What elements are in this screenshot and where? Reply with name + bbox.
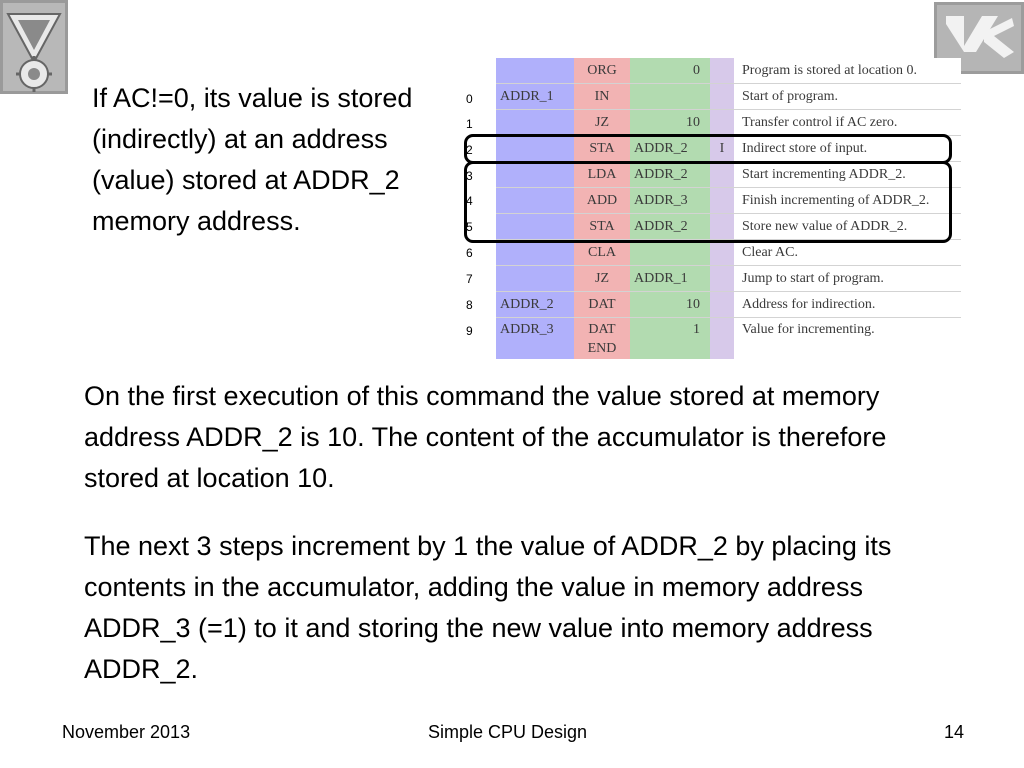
label-cell: ADDR_3 <box>496 317 574 359</box>
comment-cell: Start of program. <box>734 83 961 110</box>
program-table: ORG 0 Program is stored at location 0. A… <box>496 58 961 359</box>
opcode-cell: DAT END <box>574 317 630 359</box>
address-label: 5 <box>466 220 473 234</box>
address-label: 0 <box>466 92 473 106</box>
label-cell <box>496 213 574 240</box>
label-cell <box>496 161 574 188</box>
hebrew-letters-logo-icon <box>934 2 1024 74</box>
opcode-cell: JZ <box>574 109 630 136</box>
opcode-cell: LDA <box>574 161 630 188</box>
indirect-cell <box>710 213 734 240</box>
address-label: 1 <box>466 117 473 131</box>
opcode-cell: JZ <box>574 265 630 292</box>
comment-cell: Start incrementing ADDR_2. <box>734 161 961 188</box>
address-label: 6 <box>466 246 473 260</box>
comment-cell: Program is stored at location 0. <box>734 58 961 84</box>
argument-cell: 1 <box>630 317 710 359</box>
comment-cell: Finish incrementing of ADDR_2. <box>734 187 961 214</box>
table-row: ADDR_3 DAT END 1 Value for incrementing. <box>496 317 961 359</box>
label-cell <box>496 109 574 136</box>
address-label: 4 <box>466 194 473 208</box>
comment-cell: Jump to start of program. <box>734 265 961 292</box>
highlight-box-indirect-store <box>464 134 952 164</box>
argument-cell: 10 <box>630 291 710 318</box>
label-cell <box>496 239 574 266</box>
address-label: 3 <box>466 169 473 183</box>
opcode-cell: ADD <box>574 187 630 214</box>
highlight-box-increment-steps <box>464 161 952 243</box>
comment-cell: Indirect store of input. <box>734 135 961 162</box>
argument-cell: 0 <box>630 58 710 84</box>
indirect-cell <box>710 161 734 188</box>
opcode-cell: DAT <box>574 291 630 318</box>
address-label: 9 <box>466 324 473 338</box>
opcode-cell: ORG <box>574 58 630 84</box>
table-row: STA ADDR_2 I Indirect store of input. <box>496 135 961 162</box>
label-cell <box>496 135 574 162</box>
argument-cell <box>630 239 710 266</box>
indirect-cell: I <box>710 135 734 162</box>
label-cell: ADDR_2 <box>496 291 574 318</box>
footer-title: Simple CPU Design <box>428 722 588 742</box>
indirect-cell <box>710 317 734 359</box>
argument-cell: ADDR_2 <box>630 161 710 188</box>
comment-cell: Value for incrementing. <box>734 317 961 359</box>
table-row: ORG 0 Program is stored at location 0. <box>496 58 961 84</box>
indirect-cell <box>710 58 734 84</box>
comment-cell: Clear AC. <box>734 239 961 266</box>
page-number: 14 <box>944 722 965 742</box>
indirect-cell <box>710 109 734 136</box>
comment-cell: Store new value of ADDR_2. <box>734 213 961 240</box>
table-row: JZ ADDR_1 Jump to start of program. <box>496 265 961 292</box>
argument-cell: 10 <box>630 109 710 136</box>
argument-cell: ADDR_3 <box>630 187 710 214</box>
footer-date: November 2013 <box>62 722 191 742</box>
address-label: 8 <box>466 298 473 312</box>
comment-cell: Address for indirection. <box>734 291 961 318</box>
label-cell <box>496 265 574 292</box>
opcode-cell: STA <box>574 135 630 162</box>
table-row: JZ 10 Transfer control if AC zero. <box>496 109 961 136</box>
paragraph-first-execution: On the first execution of this command t… <box>84 381 887 493</box>
table-row: STA ADDR_2 Store new value of ADDR_2. <box>496 213 961 240</box>
indirect-cell <box>710 239 734 266</box>
table-row: ADDR_1 IN Start of program. <box>496 83 961 110</box>
opcode-cell: CLA <box>574 239 630 266</box>
side-explanation: If AC!=0, its value is stored (indirectl… <box>92 83 413 236</box>
label-cell <box>496 187 574 214</box>
address-label: 7 <box>466 272 473 286</box>
indirect-cell <box>710 291 734 318</box>
label-cell: ADDR_1 <box>496 83 574 110</box>
argument-cell: ADDR_2 <box>630 135 710 162</box>
table-row: CLA Clear AC. <box>496 239 961 266</box>
argument-cell: ADDR_1 <box>630 265 710 292</box>
argument-cell: ADDR_2 <box>630 213 710 240</box>
label-cell <box>496 58 574 84</box>
indirect-cell <box>710 265 734 292</box>
opcode-cell: IN <box>574 83 630 110</box>
comment-cell: Transfer control if AC zero. <box>734 109 961 136</box>
table-row: ADD ADDR_3 Finish incrementing of ADDR_2… <box>496 187 961 214</box>
address-label: 2 <box>466 143 473 157</box>
table-row: LDA ADDR_2 Start incrementing ADDR_2. <box>496 161 961 188</box>
indirect-cell <box>710 187 734 214</box>
indirect-cell <box>710 83 734 110</box>
paragraph-increment-steps: The next 3 steps increment by 1 the valu… <box>84 531 892 684</box>
opcode-cell: STA <box>574 213 630 240</box>
argument-cell <box>630 83 710 110</box>
university-emblem-icon <box>0 0 68 94</box>
table-row: ADDR_2 DAT 10 Address for indirection. <box>496 291 961 318</box>
